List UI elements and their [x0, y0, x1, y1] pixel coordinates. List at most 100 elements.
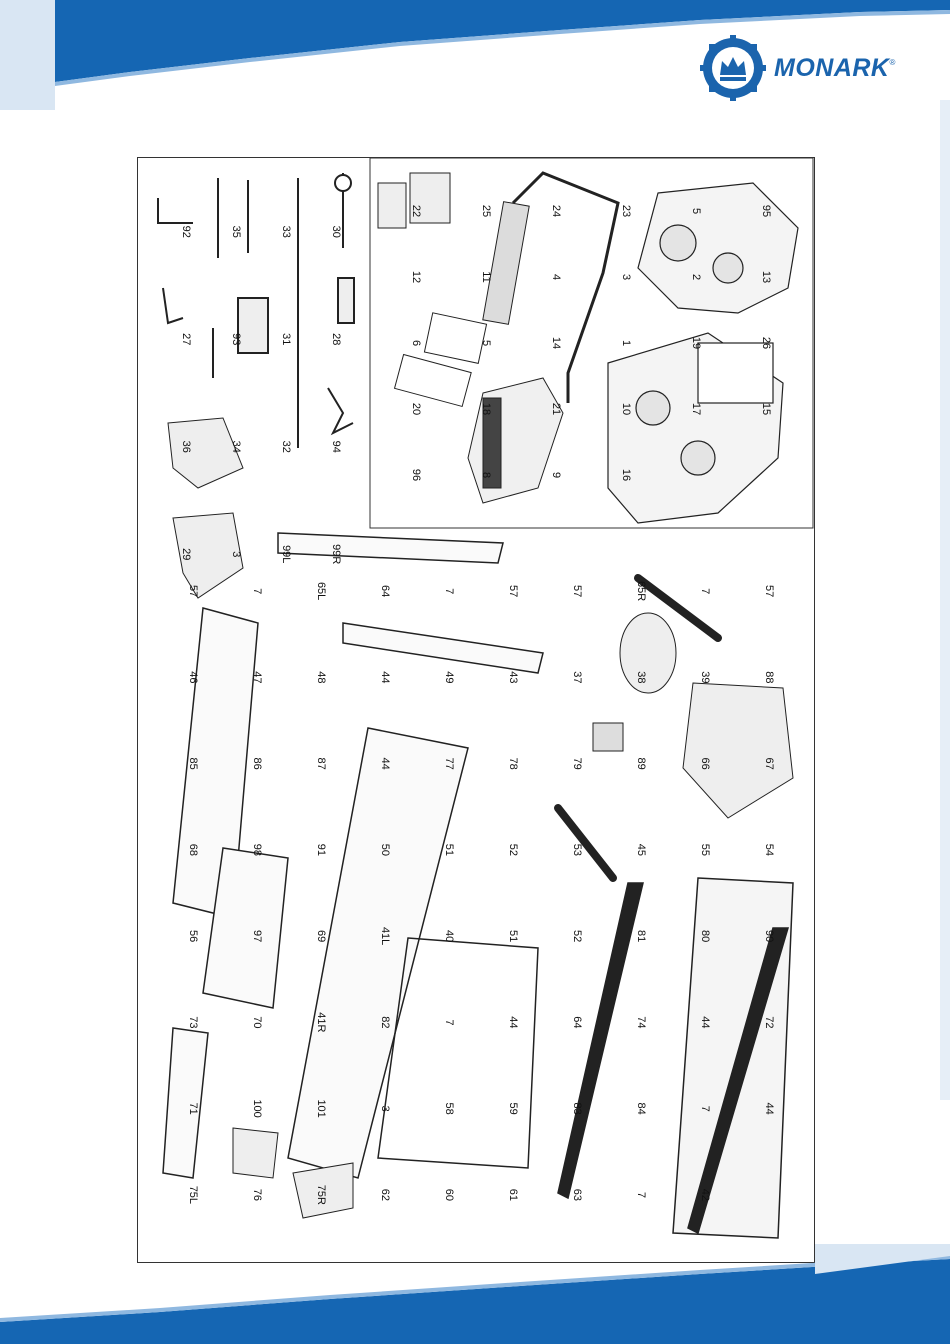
- part-callout-main: 58: [443, 1103, 455, 1115]
- part-callout-main: 44: [379, 671, 391, 683]
- part-callout-main: 51: [507, 930, 519, 942]
- part-callout-harness: 28: [330, 333, 342, 345]
- wire-harness-group: [157, 173, 355, 448]
- part-callout-inset: 4: [550, 274, 562, 280]
- part-callout-main: 7: [251, 588, 263, 594]
- part-callout-main: 73: [187, 1016, 199, 1028]
- part-callout-main: 70: [251, 1016, 263, 1028]
- part-callout-main: 100: [251, 1099, 263, 1117]
- part-callout-main: 41L: [379, 927, 391, 945]
- brand-logo: MONARK ®: [700, 28, 920, 108]
- control-board: [393, 312, 488, 408]
- part-callout-main: 62: [379, 1189, 391, 1201]
- part-callout-main: 77: [443, 758, 455, 770]
- part-callout-harness: 33: [280, 226, 292, 238]
- part-callout-main: 72: [763, 1016, 775, 1028]
- part-callout-main: 75L: [187, 1186, 199, 1204]
- part-callout-main: 43: [507, 671, 519, 683]
- part-callout-main: 86: [251, 758, 263, 770]
- part-callout-main: 65R: [635, 581, 647, 601]
- top-banner: [0, 0, 950, 110]
- part-callout-main: 65L: [315, 582, 327, 600]
- part-callout-main: 38: [635, 671, 647, 683]
- part-callout-inset: 14: [550, 337, 562, 349]
- part-callout-main: 63: [571, 1189, 583, 1201]
- bottom-banner: [0, 1244, 950, 1344]
- part-callout-inset: 10: [620, 403, 632, 415]
- part-callout-main: 67: [763, 758, 775, 770]
- part-callout-inset: 23: [620, 205, 632, 217]
- part-callout-inset: 6: [410, 340, 422, 346]
- part-callout-harness: 34: [230, 441, 242, 453]
- part-callout-inset: 5: [480, 340, 492, 346]
- part-callout-inset: 26: [760, 337, 772, 349]
- part-callout-inset: 22: [410, 205, 422, 217]
- part-callout-main: 54: [763, 844, 775, 856]
- part-callout-inset: 1: [620, 340, 632, 346]
- part-callout-main: 98: [251, 844, 263, 856]
- part-callout-inset: 96: [410, 469, 422, 481]
- part-callout-main: 48: [315, 671, 327, 683]
- part-callout-main: 55: [699, 844, 711, 856]
- part-callout-main: 59: [507, 1103, 519, 1115]
- part-callout-inset: 15: [760, 403, 772, 415]
- part-callout-main: 97: [251, 930, 263, 942]
- part-callout-main: 49: [443, 671, 455, 683]
- part-callout-main: 60: [443, 1189, 455, 1201]
- part-callout-main: 89: [635, 758, 647, 770]
- motor-assembly: [592, 612, 794, 819]
- part-callout-main: 81: [635, 930, 647, 942]
- console-inset-box: [369, 157, 814, 529]
- console-main-housing: [607, 332, 784, 524]
- part-callout-harness: 27: [180, 333, 192, 345]
- part-callout-main: 85: [187, 758, 199, 770]
- handlebar-grips: [482, 201, 530, 325]
- part-callout-main: 7: [443, 1019, 455, 1025]
- part-callout-harness: 30: [330, 226, 342, 238]
- part-callout-inset: 5: [690, 208, 702, 214]
- part-callout-main: 83: [571, 1103, 583, 1115]
- part-callout-main: 52: [507, 844, 519, 856]
- part-callout-inset: 17: [690, 403, 702, 415]
- part-callout-harness: 93: [230, 333, 242, 345]
- treadmill-frame: [162, 532, 544, 1179]
- part-callout-harness: 92: [180, 226, 192, 238]
- part-callout-main: 84: [635, 1103, 647, 1115]
- part-callout-main: 64: [571, 1016, 583, 1028]
- part-callout-main: 66: [699, 758, 711, 770]
- side-covers: [167, 417, 244, 599]
- part-callout-main: 50: [379, 844, 391, 856]
- part-callout-main: 56: [187, 930, 199, 942]
- sensor-bracket: [377, 172, 451, 229]
- part-callout-main: 69: [315, 930, 327, 942]
- part-callout-inset: 12: [410, 271, 422, 283]
- part-callout-inset: 25: [480, 205, 492, 217]
- part-callout-main: 75R: [315, 1185, 327, 1205]
- part-callout-main: 42: [699, 1189, 711, 1201]
- part-callout-inset: 19: [690, 337, 702, 349]
- part-callout-main: 87: [315, 758, 327, 770]
- part-callout-inset: 18: [480, 403, 492, 415]
- part-callout-main: 57: [763, 585, 775, 597]
- part-callout-main: 47: [251, 671, 263, 683]
- part-callout-main: 40: [443, 930, 455, 942]
- end-caps: [232, 1127, 354, 1219]
- part-callout-main: 71: [187, 1103, 199, 1115]
- part-callout-main: 74: [635, 1016, 647, 1028]
- part-callout-main: 57: [187, 585, 199, 597]
- part-callout-inset: 8: [480, 472, 492, 478]
- part-callout-main: 76: [251, 1189, 263, 1201]
- part-callout-main: 88: [763, 671, 775, 683]
- roller-tubes: [554, 574, 722, 882]
- part-callout-inset: 2: [690, 274, 702, 280]
- part-callout-main: 44: [379, 758, 391, 770]
- part-callout-inset: 3: [620, 274, 632, 280]
- part-callout-harness: 29: [180, 548, 192, 560]
- part-callout-main: 41R: [315, 1012, 327, 1032]
- part-callout-main: 61: [507, 1189, 519, 1201]
- part-callout-main: 79: [571, 758, 583, 770]
- part-callout-main: 7: [699, 588, 711, 594]
- part-callout-main: 39: [699, 671, 711, 683]
